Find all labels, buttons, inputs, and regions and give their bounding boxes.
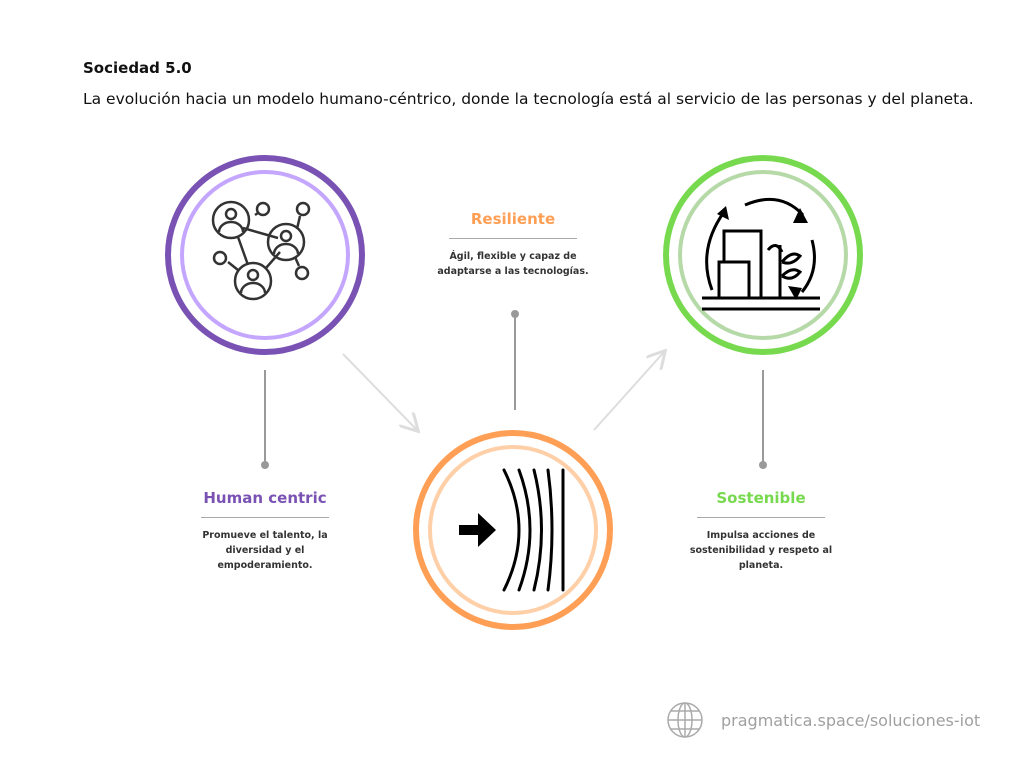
pin-line-human [261,370,269,469]
sostenible-description: Impulsa acciones de sostenibilidad y res… [689,530,833,571]
resiliente-title: Resiliente [470,210,556,228]
connector-arrow [593,352,664,431]
human-centric-description: Promueve el talento, la diversidad y el … [202,530,328,571]
resilience-arrow-icon [459,468,565,592]
page-subtitle: La evolución hacia un modelo humano-cént… [83,90,974,108]
connector-arrow [342,353,417,430]
footer-link[interactable]: pragmatica.space/soluciones-iot [721,711,981,730]
human-centric-block: Human centric Promueve el talento, la di… [180,489,350,573]
human-centric-title: Human centric [203,489,327,507]
sostenible-title: Sostenible [716,489,806,507]
sostenible-block: Sostenible Impulsa acciones de sostenibi… [676,489,846,573]
resiliente-description: Ágil, flexible y capaz de adaptarse a la… [437,251,589,277]
people-network-icon [211,200,311,301]
page-title: Sociedad 5.0 [83,59,192,77]
sustainable-city-icon [702,197,820,311]
divider [697,517,825,518]
sostenible-circle [663,155,863,355]
resiliente-block: Resiliente Ágil, flexible y capaz de ada… [428,210,598,279]
pin-line-resiliente [511,310,519,410]
resiliente-circle [413,430,613,630]
globe-icon [667,702,703,738]
divider [201,517,329,518]
divider [449,238,577,239]
pin-line-sostenible [759,370,767,469]
human-centric-circle [165,155,365,355]
